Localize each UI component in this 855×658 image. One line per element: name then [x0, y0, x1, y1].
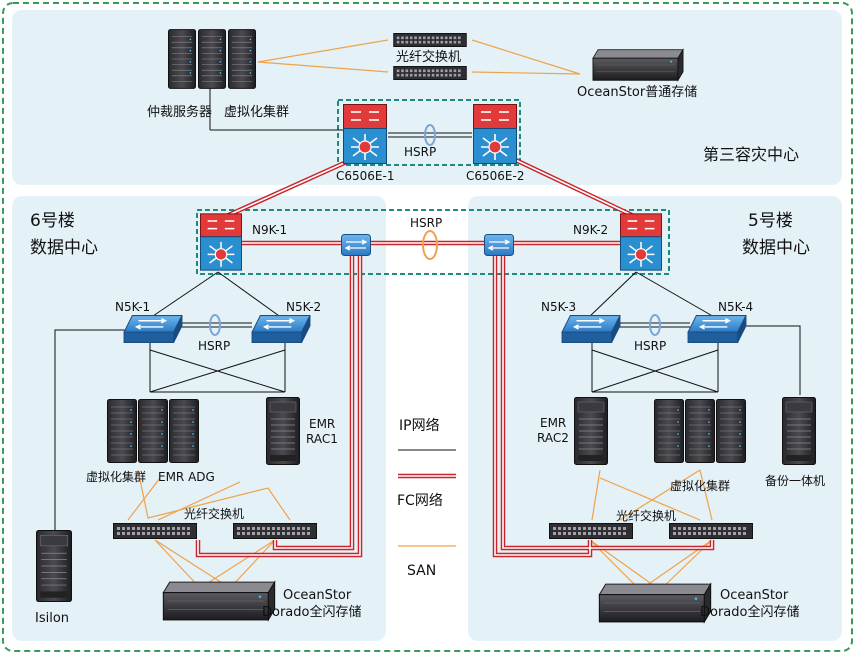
fc-hub-icon: [341, 234, 371, 256]
legend-fc-label: FC网络: [397, 493, 443, 509]
server-rack-icon: [228, 29, 256, 89]
legend-ip-label: IP网络: [399, 418, 440, 434]
b6-storage-label-line2: Dorado全闪存储: [262, 605, 362, 620]
backup-label: 备份一体机: [765, 474, 826, 488]
server-rack-icon: [685, 398, 715, 464]
core-switch-icon: [343, 104, 387, 164]
emr-rac2-label-line1: EMR: [540, 416, 567, 430]
n9k-1-label: N9K-1: [252, 223, 288, 237]
building5-title-line1: 5号楼: [748, 211, 793, 231]
emr-rac1-label-line2: RAC1: [306, 432, 338, 446]
legend-san-label: SAN: [407, 563, 437, 579]
b6-hsrp-label: HSRP: [198, 339, 231, 353]
b5-hsrp-label: HSRP: [634, 339, 667, 353]
server-rack-icon: [107, 398, 137, 464]
building6-title-line1: 6号楼: [30, 211, 75, 231]
b6-virtualization-label: 虚拟化集群: [86, 470, 147, 484]
access-switch-icon: [251, 314, 311, 344]
fc-switch-icon: [393, 33, 467, 47]
third-storage-label: OceanStor普通存储: [577, 85, 698, 100]
storage-array-icon: [592, 49, 684, 81]
n5k-3-label: N5K-3: [541, 300, 577, 314]
fc-switch-icon: [668, 523, 754, 539]
tower-server-icon: [36, 529, 72, 603]
core-switch-icon: [473, 104, 517, 164]
n9k-2-label: N9K-2: [573, 223, 609, 237]
b6-storage-label-line1: OceanStor: [283, 588, 352, 603]
tower-server-icon: [574, 396, 608, 466]
arbitration-server-label: 仲裁服务器: [147, 105, 213, 120]
b5-fc-switch-label: 光纤交换机: [616, 509, 677, 523]
isilon-label: Isilon: [35, 611, 70, 626]
n9k-group-box: [196, 209, 670, 275]
server-rack-icon: [654, 398, 684, 464]
access-switch-icon: [687, 314, 747, 344]
fc-lines: [195, 152, 715, 558]
fc-switch-icon: [393, 66, 467, 80]
n5k-1-label: N5K-1: [115, 300, 151, 314]
core-group-box: [337, 99, 521, 166]
n5k-2-label: N5K-2: [286, 300, 322, 314]
b5-virtualization-label: 虚拟化集群: [670, 479, 731, 493]
third-center-title: 第三容灾中心: [703, 145, 800, 164]
building5-title-line2: 数据中心: [742, 238, 810, 258]
access-switch-icon: [561, 314, 621, 344]
fc-switch-icon: [112, 523, 198, 539]
server-rack-icon: [168, 29, 196, 89]
core-switch-2-label: C6506E-2: [466, 169, 525, 183]
fc-hub-icon: [484, 234, 514, 256]
tower-server-icon: [266, 396, 300, 466]
legend: [398, 449, 456, 547]
core-switch-icon: [200, 213, 242, 271]
third-virtualization-label: 虚拟化集群: [224, 105, 290, 120]
emr-rac2-label-line2: RAC2: [537, 431, 569, 445]
server-rack-icon: [169, 398, 199, 464]
hsrp-links: [178, 124, 690, 336]
building6-title-line2: 数据中心: [30, 238, 98, 258]
server-rack-icon: [716, 398, 746, 464]
b5-storage-label-line1: OceanStor: [720, 588, 789, 603]
center-hsrp-label: HSRP: [410, 216, 443, 230]
ip-lines: [54, 85, 801, 530]
tower-server-icon: [782, 396, 816, 466]
fc-switch-icon: [548, 523, 634, 539]
core-switch-1-label: C6506E-1: [336, 169, 395, 183]
third-fc-switch-label: 光纤交换机: [396, 50, 462, 65]
core-hsrp-label: HSRP: [404, 145, 437, 159]
emr-adg-label: EMR ADG: [158, 470, 215, 484]
fc-switch-icon: [232, 523, 318, 539]
storage-array-icon: [598, 583, 712, 623]
b6-fc-switch-label: 光纤交换机: [184, 507, 245, 521]
core-switch-icon: [620, 213, 662, 271]
server-rack-icon: [198, 29, 226, 89]
storage-array-icon: [162, 581, 276, 621]
b5-storage-label-line2: Dorado全闪存储: [700, 605, 800, 620]
access-switch-icon: [123, 314, 183, 344]
server-rack-icon: [138, 398, 168, 464]
n5k-4-label: N5K-4: [718, 300, 754, 314]
emr-rac1-label-line1: EMR: [309, 417, 336, 431]
